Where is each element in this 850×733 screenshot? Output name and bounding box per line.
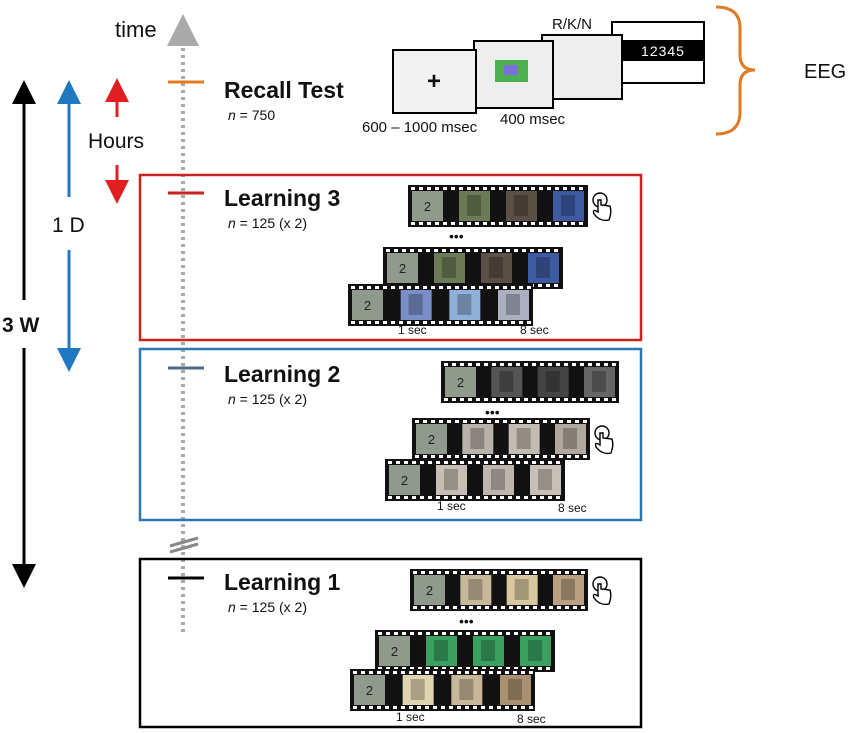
recall-trial-sequence: 12345 R/K/N + 600 – 1000 msec 400 msec: [362, 16, 705, 136]
learning2-start-time: 1 sec: [437, 499, 466, 513]
eeg-brace: [715, 5, 756, 136]
svg-text:2: 2: [428, 432, 435, 447]
confidence-scale: 12345: [641, 43, 685, 59]
hand-pointer-icon: [594, 425, 614, 455]
svg-text:2: 2: [391, 644, 398, 659]
learning2-n: n = 125 (x 2): [228, 391, 307, 407]
learning3-ellipsis: •••: [449, 228, 464, 244]
eeg-label: EEG: [804, 61, 846, 83]
learning3-title: Learning 3: [224, 185, 340, 211]
learning3-panel: [138, 173, 643, 342]
learning1-end-time: 8 sec: [517, 712, 546, 726]
svg-text:2: 2: [366, 683, 373, 698]
svg-text:2: 2: [364, 298, 371, 313]
recall-title: Recall Test: [224, 77, 344, 103]
learning1-start-time: 1 sec: [396, 710, 425, 724]
svg-text:2: 2: [401, 473, 408, 488]
learning3-end-time: 8 sec: [520, 323, 549, 337]
svg-text:2: 2: [399, 261, 406, 276]
learning1-ellipsis: •••: [459, 613, 474, 629]
learning1-film-strip-2: 2: [375, 630, 555, 672]
svg-text:2: 2: [424, 199, 431, 214]
learning1-n: n = 125 (x 2): [228, 599, 307, 615]
hand-pointer-icon: [592, 576, 612, 606]
response-label: R/K/N: [552, 16, 592, 33]
learning2-panel: [138, 347, 643, 522]
timeline-label: time: [115, 17, 157, 42]
hours-label: Hours: [88, 130, 144, 153]
svg-text:2: 2: [457, 375, 464, 390]
fixation-screen: [392, 49, 477, 114]
learning2-title: Learning 2: [224, 361, 340, 387]
hand-pointer-icon: [592, 192, 612, 222]
weeks-label: 3 W: [2, 314, 40, 337]
learning3-film-strip-3: 2: [348, 284, 533, 326]
timeline-break: [169, 536, 199, 554]
fixation-duration: 600 – 1000 msec: [362, 119, 478, 136]
learning1-film-strip-1: 2: [410, 569, 612, 611]
learning3-film-strip-2: 2: [383, 247, 563, 289]
day-label: 1 D: [52, 214, 85, 237]
learning1-film-strip-3: 2: [350, 669, 535, 711]
learning2-film-strip-3: 2: [385, 459, 565, 501]
learning2-film-strip-1: 2: [441, 361, 619, 403]
svg-text:2: 2: [426, 583, 433, 598]
learning2-film-strip-2: 2: [412, 418, 614, 460]
learning2-end-time: 8 sec: [558, 501, 587, 515]
fixation-cross: +: [427, 68, 441, 95]
learning1-title: Learning 1: [224, 569, 341, 595]
recall-n: n = 750: [228, 107, 275, 123]
learning3-n: n = 125 (x 2): [228, 215, 307, 231]
film-strips: 2 2 2 2 2 2 2 2 2: [348, 185, 619, 711]
learning1-panel: [138, 557, 643, 729]
learning3-film-strip-1: 2: [408, 185, 612, 227]
learning3-start-time: 1 sec: [398, 323, 427, 337]
learning2-ellipsis: •••: [485, 404, 500, 420]
image-duration: 400 msec: [500, 111, 566, 128]
